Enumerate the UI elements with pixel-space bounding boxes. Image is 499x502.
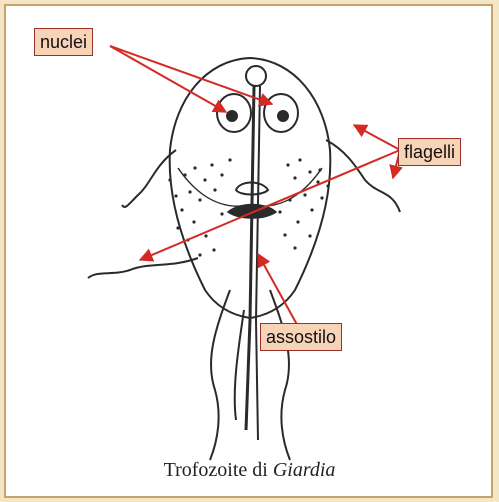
figure-caption: Trofozoite di Giardia — [0, 459, 499, 482]
axostyle — [246, 86, 260, 440]
nuclei-arrow-right — [110, 46, 272, 104]
caption-italic-genus: Giardia — [273, 459, 336, 481]
nucleus-right — [264, 94, 298, 132]
nucleus-left — [217, 94, 251, 132]
nuclei-arrow-left — [110, 46, 226, 112]
label-nuclei: nuclei — [34, 28, 93, 56]
caption-text: Trofozoite di — [164, 459, 273, 481]
flagelli-arrow-3 — [140, 150, 400, 260]
flagella — [88, 140, 400, 460]
basal-body-ring — [246, 66, 266, 86]
label-flagelli: flagelli — [398, 138, 461, 166]
flagelli-arrow-1 — [354, 125, 400, 150]
label-assostilo: assostilo — [260, 323, 342, 351]
